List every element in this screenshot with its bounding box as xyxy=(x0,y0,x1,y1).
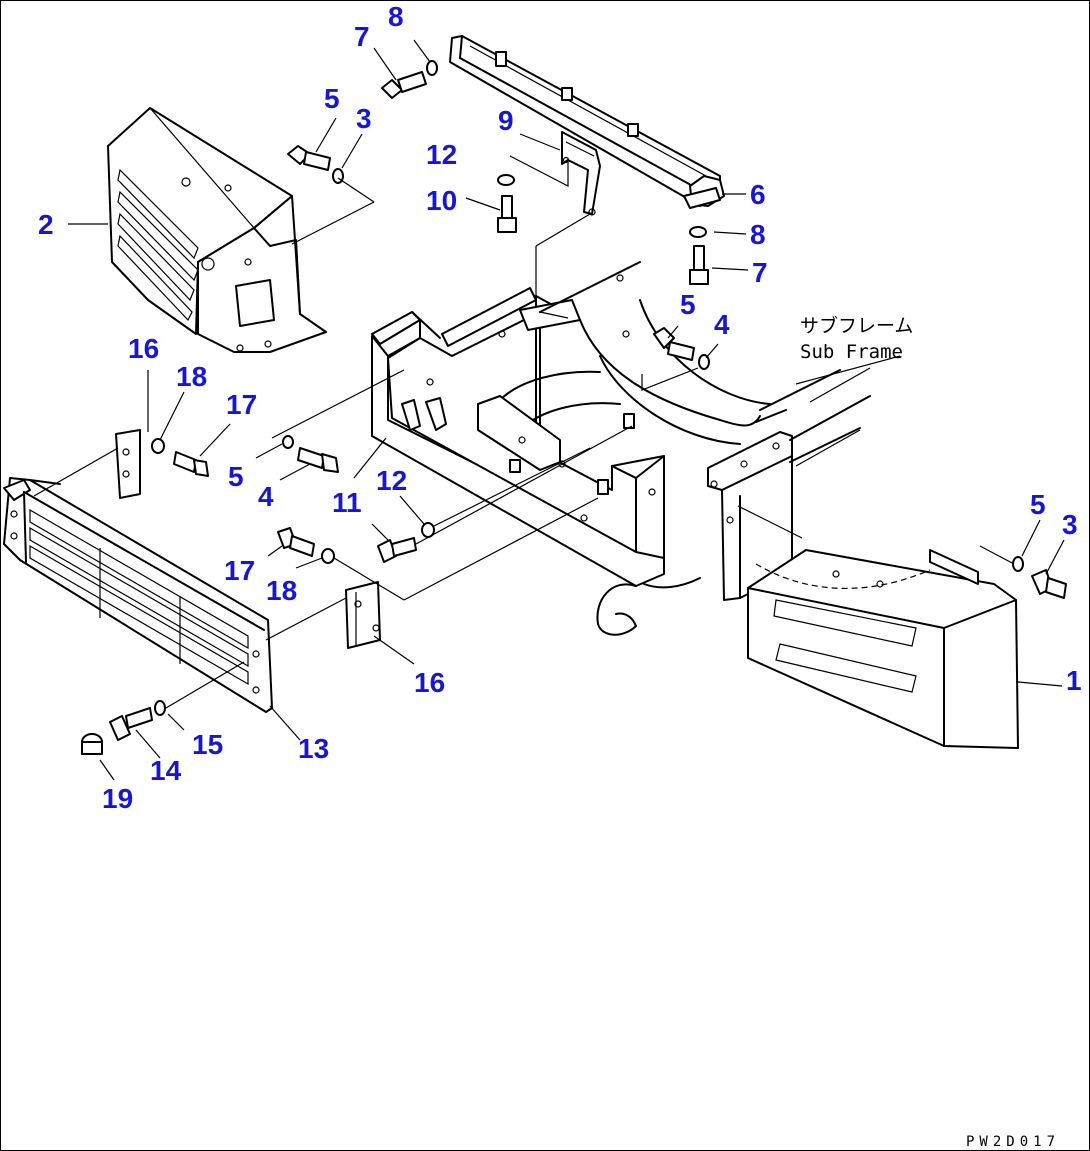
washer-18-mid xyxy=(321,548,335,564)
callout-1: 1 xyxy=(1066,665,1082,696)
cover-2 xyxy=(107,107,327,353)
callout-4: 4 xyxy=(714,309,730,340)
cap-19 xyxy=(81,733,103,755)
washer-8-right xyxy=(689,226,707,238)
callout-14: 14 xyxy=(150,755,182,786)
bolt-10 xyxy=(497,195,517,233)
washer-5-right xyxy=(1012,556,1024,572)
callout-17: 17 xyxy=(226,389,257,420)
callout-5: 5 xyxy=(324,83,340,114)
washer-4-right xyxy=(698,354,710,370)
callout-12: 12 xyxy=(376,465,407,496)
callout-2: 2 xyxy=(38,209,54,240)
callout-8: 8 xyxy=(750,219,766,250)
washer-12-top xyxy=(497,174,515,186)
bolt-5-top xyxy=(287,145,331,171)
callout-16: 16 xyxy=(128,333,159,364)
bolt-17-mid xyxy=(277,527,315,557)
callout-7: 7 xyxy=(354,21,370,52)
callout-12: 12 xyxy=(426,139,457,170)
callout-3: 3 xyxy=(1062,509,1078,540)
drawing-code: PW2D017 xyxy=(966,1134,1060,1150)
callout-5: 5 xyxy=(228,461,244,492)
fasteners xyxy=(81,60,1067,755)
callout-3: 3 xyxy=(356,103,372,134)
plate-16-left xyxy=(115,429,141,499)
callout-13: 13 xyxy=(298,733,329,764)
callout-5: 5 xyxy=(1030,489,1046,520)
callout-15: 15 xyxy=(192,729,223,760)
callout-16: 16 xyxy=(414,667,445,698)
callout-11: 11 xyxy=(332,487,362,518)
callout-7: 7 xyxy=(752,257,768,288)
bolt-17-left xyxy=(173,451,209,477)
leader-lines xyxy=(33,39,1065,781)
callout-8: 8 xyxy=(388,1,404,32)
callout-19: 19 xyxy=(102,783,133,814)
cover-1 xyxy=(747,549,1019,749)
subframe-label-jp: サブフレーム xyxy=(800,314,913,337)
washer-5-mid xyxy=(282,435,294,449)
bolt-11 xyxy=(377,537,417,563)
callout-18: 18 xyxy=(266,575,297,606)
washer-18-left xyxy=(151,438,165,454)
callout-17: 17 xyxy=(224,555,255,586)
bolt-14 xyxy=(109,707,153,741)
washer-8-top xyxy=(426,60,438,76)
bolt-3-right xyxy=(1031,569,1067,599)
washer-15 xyxy=(154,700,166,716)
main-frame xyxy=(371,261,901,636)
bolt-4-mid xyxy=(297,447,339,473)
callout-6: 6 xyxy=(750,179,766,210)
grille-13 xyxy=(3,477,273,713)
bolt-7-top xyxy=(381,71,427,99)
plate-16-right xyxy=(345,581,381,649)
callout-18: 18 xyxy=(176,361,207,392)
callout-9: 9 xyxy=(498,105,514,136)
callout-10: 10 xyxy=(426,185,457,216)
callout-4: 4 xyxy=(258,481,274,512)
callout-numbers: 8 7 5 3 9 12 10 2 6 8 7 5 4 16 18 17 5 4… xyxy=(38,1,1082,814)
bracket-6 xyxy=(683,187,721,209)
subframe-label-en: Sub Frame xyxy=(800,341,903,363)
bolt-7-right xyxy=(689,245,709,285)
bolt-5-right xyxy=(653,327,695,361)
callout-5: 5 xyxy=(680,289,696,320)
